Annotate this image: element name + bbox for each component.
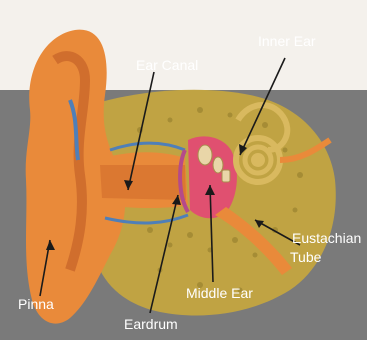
- label-inner-ear: Inner Ear: [258, 33, 316, 49]
- label-eustachian-line1: Eustachian: [292, 230, 361, 246]
- label-eustachian-line2: Tube: [290, 249, 322, 265]
- label-eardrum: Eardrum: [124, 316, 178, 332]
- cochlea: [236, 138, 280, 182]
- ear-canal-shade: [100, 165, 186, 200]
- label-ear-canal: Ear Canal: [136, 57, 198, 73]
- label-middle-ear: Middle Ear: [186, 285, 253, 301]
- label-pinna: Pinna: [18, 296, 54, 312]
